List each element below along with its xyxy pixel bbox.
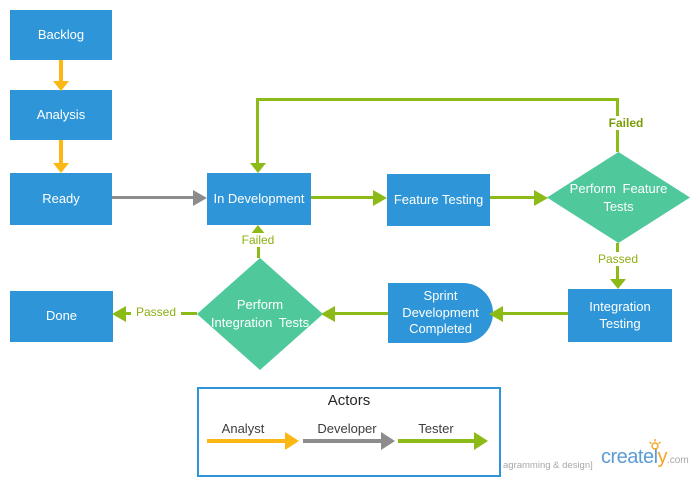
node-integration-testing: Integration Testing <box>568 289 672 342</box>
edge-label-integration-failed: Failed <box>236 233 280 247</box>
creately-logo[interactable]: creately.com <box>601 446 689 469</box>
node-feature-testing: Feature Testing <box>387 174 490 226</box>
legend-label-analyst: Analyst <box>221 421 265 436</box>
edge-indevelopment-featuretesting <box>311 196 373 199</box>
edge-failed-loop-left-segment <box>256 100 259 164</box>
arrowhead-right-icon <box>285 432 299 450</box>
legend-analyst-arrow <box>207 439 285 443</box>
actors-legend: Actors <box>197 387 501 477</box>
footer-tagline: agramming & design] <box>503 460 593 471</box>
arrowhead-up-icon <box>250 225 266 235</box>
legend-tester-arrow <box>398 439 474 443</box>
arrowhead-left-icon <box>489 306 503 322</box>
edge-sprint-performintegrationtests <box>334 312 388 315</box>
edge-label-feature-failed: Failed <box>602 116 650 130</box>
decision-perform-feature-tests: Perform Feature Tests <box>547 152 690 243</box>
legend-label-tester: Tester <box>418 421 454 436</box>
creately-bulb-icon <box>649 439 661 450</box>
decision-perform-integration-tests: Perform Integration Tests <box>197 258 323 370</box>
edge-label-integration-passed: Passed <box>131 305 181 319</box>
arrowhead-right-icon <box>373 190 387 206</box>
arrowhead-down-icon <box>250 163 266 173</box>
arrowhead-down-icon <box>610 279 626 289</box>
arrowhead-right-icon <box>474 432 488 450</box>
arrowhead-right-icon <box>381 432 395 450</box>
node-sprint-development-completed: Sprint Development Completed <box>388 283 493 343</box>
arrowhead-right-icon <box>193 190 207 206</box>
creately-logo-text: createl <box>601 446 658 468</box>
edge-backlog-analysis <box>59 60 63 82</box>
creately-logo-domain: .com <box>667 455 689 466</box>
node-analysis: Analysis <box>10 90 112 140</box>
arrowhead-down-icon <box>53 81 69 91</box>
edge-label-feature-passed: Passed <box>594 252 642 266</box>
arrowhead-left-icon <box>321 306 335 322</box>
legend-label-developer: Developer <box>317 421 377 436</box>
edge-failed-loop-top-segment <box>256 98 619 101</box>
node-backlog: Backlog <box>10 10 112 60</box>
arrowhead-right-icon <box>534 190 548 206</box>
edge-performintegrationtests-indevelopment <box>257 246 260 258</box>
edge-featuretesting-performfeaturetests <box>490 196 534 199</box>
legend-title: Actors <box>327 392 371 409</box>
arrowhead-down-icon <box>53 163 69 173</box>
node-done: Done <box>10 291 113 342</box>
edge-integrationtesting-sprint <box>501 312 568 315</box>
edge-ready-indevelopment <box>112 196 193 199</box>
edge-analysis-ready <box>59 140 63 163</box>
node-in-development: In Development <box>207 173 311 225</box>
legend-developer-arrow <box>303 439 381 443</box>
node-ready: Ready <box>10 173 112 225</box>
creately-logo-y: y <box>657 446 668 468</box>
arrowhead-left-icon <box>112 306 126 322</box>
